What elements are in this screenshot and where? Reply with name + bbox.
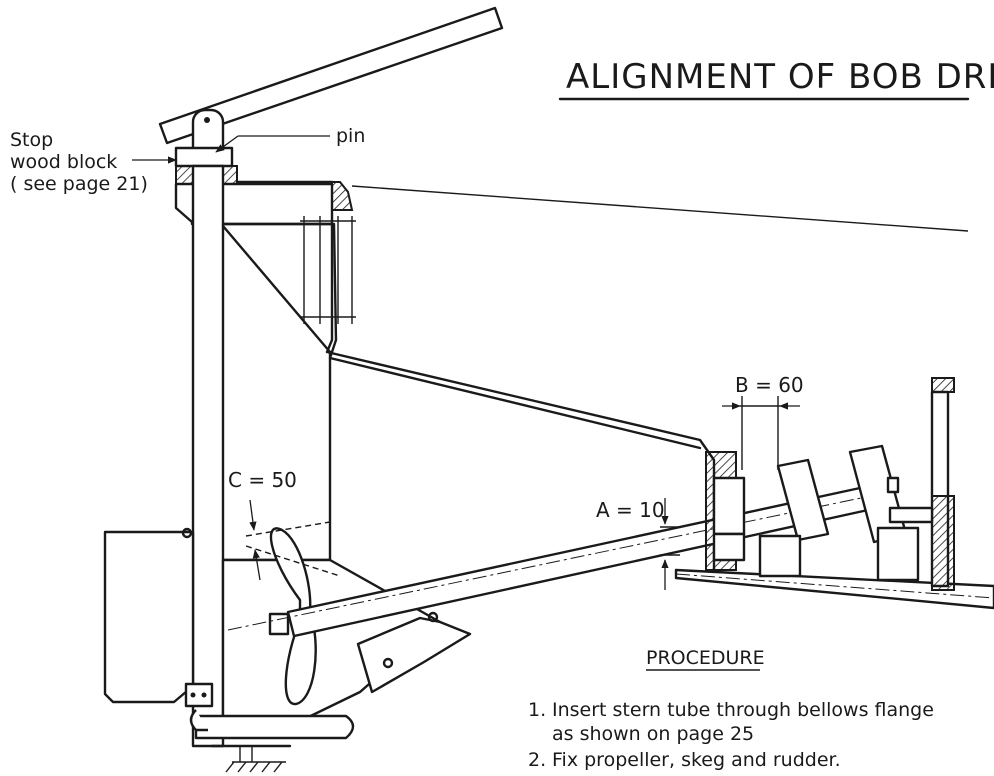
pin-label-group: pin — [215, 125, 365, 153]
tiller-bar — [158, 6, 504, 145]
procedure-heading: PROCEDURE — [646, 647, 765, 669]
pin-hole — [204, 117, 210, 123]
procedure-step-1-line-1: Insert stern tube through bellows flange — [552, 699, 934, 721]
rudder-fitting — [184, 682, 214, 708]
label-dim-c: C = 50 — [228, 468, 297, 492]
label-see-page: ( see page 21) — [10, 173, 148, 195]
label-stop: Stop — [10, 129, 53, 151]
title-group: ALIGNMENT OF BOB DRIVE — [558, 57, 994, 101]
label-dim-a: A = 10 — [596, 498, 665, 522]
bellows-flange — [705, 451, 746, 571]
stop-label-group: Stop wood block ( see page 21) — [10, 129, 177, 195]
ground-hatch — [225, 761, 283, 773]
dimension-c: C = 50 — [228, 468, 341, 581]
dimension-a: A = 10 — [596, 498, 680, 590]
rudder-stock — [191, 164, 225, 748]
sheer-line — [351, 185, 969, 232]
procedure-step-2-line-1: Fix propeller, skeg and rudder. — [552, 749, 841, 771]
procedure-step-2-number: 2. — [528, 749, 546, 771]
label-wood-block: wood block — [10, 151, 117, 173]
diagram-title: ALIGNMENT OF BOB DRIVE — [566, 57, 994, 97]
label-pin: pin — [336, 125, 365, 147]
engine-mount — [888, 377, 955, 591]
label-dim-b: B = 60 — [735, 373, 804, 397]
bracket-bolts — [300, 216, 356, 324]
procedure-section: PROCEDURE 1. Insert stern tube through b… — [528, 647, 934, 771]
rudder-blade — [103, 527, 214, 708]
procedure-step-1-number: 1. — [528, 699, 546, 721]
dimension-b: B = 60 — [722, 373, 804, 470]
procedure-step-1-line-2: as shown on page 25 — [552, 723, 754, 745]
